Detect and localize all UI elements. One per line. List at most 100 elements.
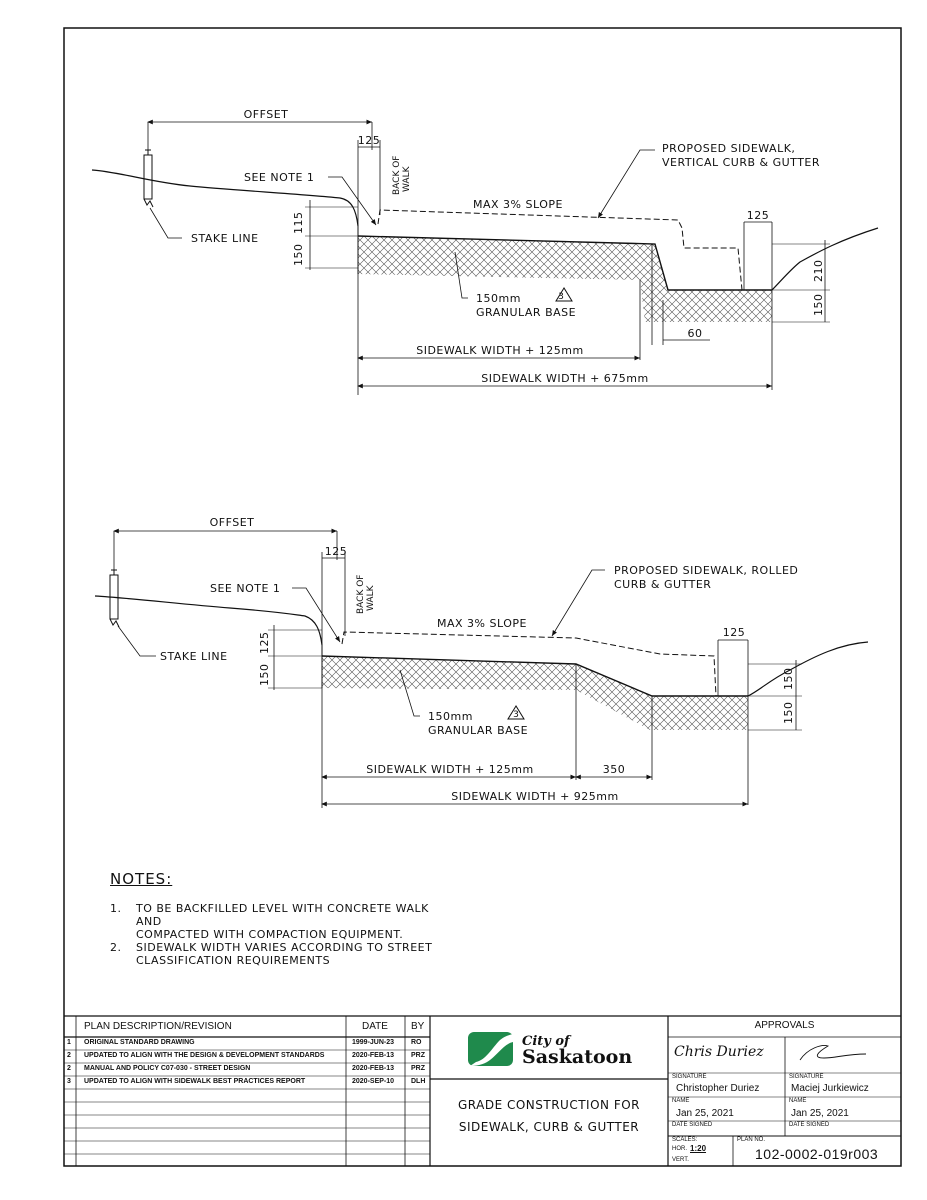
lower-proposed-1: PROPOSED SIDEWALK, ROLLED xyxy=(614,564,798,577)
approver-1-date: Jan 25, 2021 xyxy=(676,1108,734,1119)
upper-base-label-2: GRANULAR BASE xyxy=(476,306,576,319)
drawing-title-line-2: SIDEWALK, CURB & GUTTER xyxy=(458,1120,640,1134)
note-text: TO BE BACKFILLED LEVEL WITH CONCRETE WAL… xyxy=(136,902,429,941)
approver-1-signature: Chris Duriez xyxy=(674,1044,764,1060)
revision-no: 1 xyxy=(67,1039,71,1046)
lower-base-label-2: GRANULAR BASE xyxy=(428,724,528,737)
granular-base-hatch xyxy=(358,236,772,322)
upper-dim-60: 60 xyxy=(688,327,703,340)
finished-grade-line xyxy=(321,655,748,697)
lower-base-label-1: 150mm xyxy=(428,710,473,723)
lower-section-detail xyxy=(94,528,869,808)
upper-proposed-2: VERTICAL CURB & GUTTER xyxy=(662,156,820,169)
scale-vert-label: VERT. xyxy=(672,1157,689,1163)
revision-by: DLH xyxy=(411,1078,426,1085)
upper-offset-label: OFFSET xyxy=(244,108,289,121)
upper-back-of-walk-1: BACK OF xyxy=(392,156,402,195)
approver-2-date: Jan 25, 2021 xyxy=(791,1108,849,1119)
upper-back-of-walk-2: WALK xyxy=(402,165,412,192)
revision-desc: UPDATED TO ALIGN WITH THE DESIGN & DEVEL… xyxy=(84,1052,325,1059)
drawing-title: GRADE CONSTRUCTION FOR SIDEWALK, CURB & … xyxy=(430,1094,668,1138)
revision-row: 3 UPDATED TO ALIGN WITH SIDEWALK BEST PR… xyxy=(64,1076,430,1089)
upper-see-note: SEE NOTE 1 xyxy=(244,171,314,184)
revision-header-by: BY xyxy=(411,1021,425,1032)
lower-dim-150-right-top: 150 xyxy=(782,668,795,691)
scales-label: SCALES: xyxy=(672,1137,698,1143)
lower-see-note: SEE NOTE 1 xyxy=(210,582,280,595)
plan-no-label: PLAN NO. xyxy=(737,1137,766,1143)
revision-no: 3 xyxy=(67,1078,71,1085)
revision-date: 2020-SEP-10 xyxy=(352,1078,395,1085)
scale-hor-label: HOR. xyxy=(672,1146,687,1152)
revision-row: 2 MANUAL AND POLICY C07-030 - STREET DES… xyxy=(64,1063,430,1076)
revision-by: PRZ xyxy=(411,1065,425,1072)
note-number: 1. xyxy=(110,902,122,915)
revision-desc: MANUAL AND POLICY C07-030 - STREET DESIG… xyxy=(84,1065,251,1072)
revision-date: 1999-JUN-23 xyxy=(352,1039,395,1046)
upper-width-125: SIDEWALK WIDTH + 125mm xyxy=(416,344,584,357)
approver-2-date-label: DATE SIGNED xyxy=(789,1122,830,1128)
revision-desc: UPDATED TO ALIGN WITH SIDEWALK BEST PRAC… xyxy=(84,1078,306,1085)
revision-no: 2 xyxy=(67,1052,71,1059)
lower-offset-label: OFFSET xyxy=(210,516,255,529)
revision-row: 1 ORIGINAL STANDARD DRAWING 1999-JUN-23 … xyxy=(64,1037,430,1050)
stake-upper xyxy=(143,154,153,200)
note-number: 2. xyxy=(110,941,122,954)
revision-by: RO xyxy=(411,1039,422,1046)
lower-dim-150-left: 150 xyxy=(258,664,271,687)
drawing-title-line-1: GRADE CONSTRUCTION FOR xyxy=(457,1098,641,1112)
lower-back-of-walk-1: BACK OF xyxy=(356,575,366,614)
sheet-border xyxy=(63,27,902,1167)
granular-base-hatch xyxy=(322,656,748,730)
lower-dim-350: 350 xyxy=(603,763,626,776)
revision-header-date: DATE xyxy=(362,1021,388,1032)
notes-heading: NOTES: xyxy=(110,870,173,888)
upper-dim-150-right: 150 xyxy=(812,294,825,317)
title-block-grid xyxy=(64,1015,901,1166)
revision-no: 2 xyxy=(67,1065,71,1072)
upper-dim-150-left: 150 xyxy=(292,244,305,267)
upper-dim-115: 115 xyxy=(292,212,305,235)
lower-width-125: SIDEWALK WIDTH + 125mm xyxy=(366,763,534,776)
existing-ground-right xyxy=(771,227,879,291)
existing-ground-left xyxy=(91,169,359,227)
approver-1-signature-label: SIGNATURE xyxy=(672,1074,707,1080)
note-item: 2. SIDEWALK WIDTH VARIES ACCORDING TO ST… xyxy=(110,941,450,967)
proposed-sidewalk-dashed xyxy=(341,631,717,697)
revision-desc: ORIGINAL STANDARD DRAWING xyxy=(84,1039,195,1046)
lower-proposed-2: CURB & GUTTER xyxy=(614,578,711,591)
lower-revision-marker: 3 xyxy=(513,710,519,720)
upper-base-label-1: 150mm xyxy=(476,292,521,305)
upper-dim-125-top: 125 xyxy=(358,134,381,147)
scale-hor-value: 1:20 xyxy=(690,1144,707,1153)
approver-2-signature-label: SIGNATURE xyxy=(789,1074,824,1080)
upper-max-slope: MAX 3% SLOPE xyxy=(473,198,563,211)
upper-dim-125-gutter: 125 xyxy=(747,209,770,222)
notes-section: NOTES: 1. TO BE BACKFILLED LEVEL WITH CO… xyxy=(110,870,450,967)
lower-dim-125-top: 125 xyxy=(325,545,348,558)
upper-width-675: SIDEWALK WIDTH + 675mm xyxy=(481,372,649,385)
lower-dim-150-right-bottom: 150 xyxy=(782,702,795,725)
approver-2-name-label: NAME xyxy=(789,1098,807,1104)
upper-dim-210: 210 xyxy=(812,260,825,283)
upper-section-detail xyxy=(91,119,879,395)
revision-row: 2 UPDATED TO ALIGN WITH THE DESIGN & DEV… xyxy=(64,1050,430,1063)
lower-width-925: SIDEWALK WIDTH + 925mm xyxy=(451,790,619,803)
approver-2-name: Maciej Jurkiewicz xyxy=(791,1083,869,1094)
revision-by: PRZ xyxy=(411,1052,425,1059)
revision-header-desc: PLAN DESCRIPTION/REVISION xyxy=(84,1021,232,1032)
finished-grade-line xyxy=(357,235,772,291)
approver-1-date-label: DATE SIGNED xyxy=(672,1122,713,1128)
approver-1-name-label: NAME xyxy=(672,1098,690,1104)
logo-saskatoon: Saskatoon xyxy=(522,1046,632,1068)
note-text: SIDEWALK WIDTH VARIES ACCORDING TO STREE… xyxy=(136,941,433,967)
existing-ground-right xyxy=(747,641,869,697)
approver-1-name: Christopher Duriez xyxy=(676,1083,760,1094)
city-logo: City of Saskatoon xyxy=(468,1032,632,1068)
lower-dim-125-left: 125 xyxy=(258,632,271,655)
lower-max-slope: MAX 3% SLOPE xyxy=(437,617,527,630)
upper-revision-marker: 3 xyxy=(558,292,564,302)
upper-stake-line: STAKE LINE xyxy=(191,232,259,245)
lower-back-of-walk-2: WALK xyxy=(366,584,376,611)
